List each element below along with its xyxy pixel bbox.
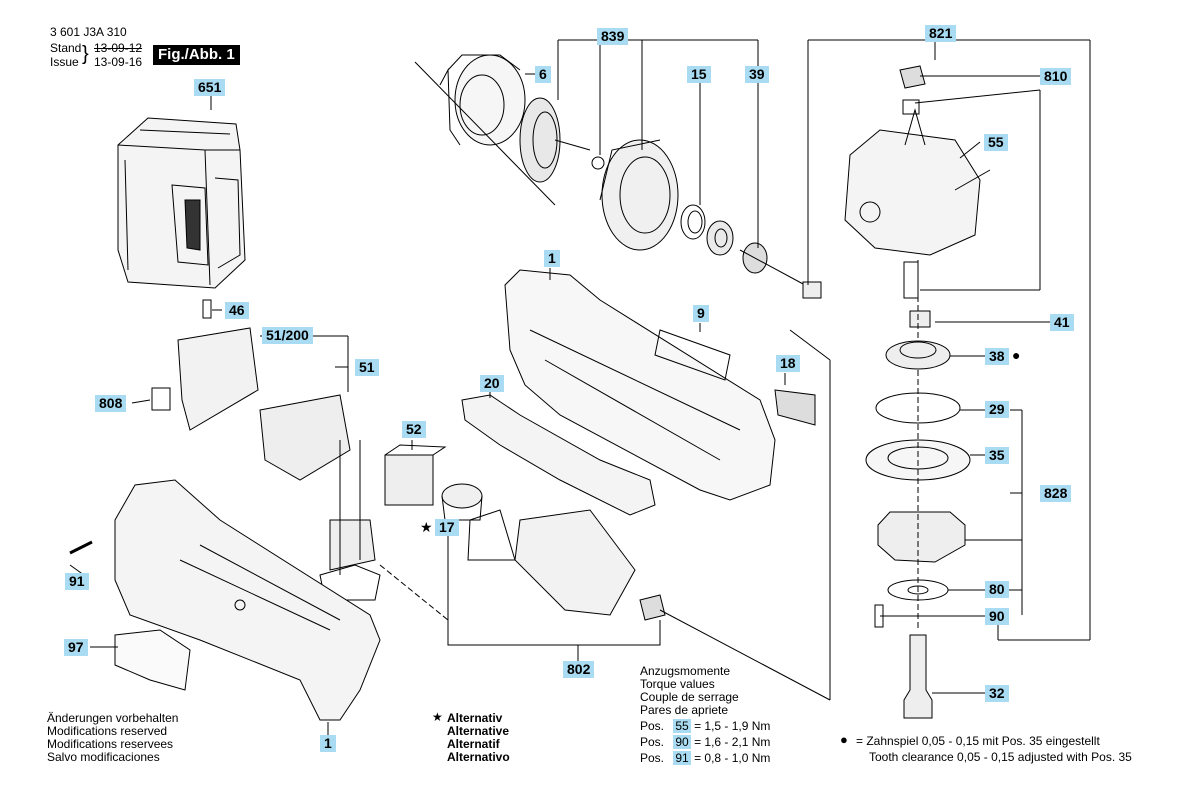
part-label[interactable]: 802 [563,661,595,678]
part-label[interactable]: 97 [64,639,88,656]
part-label[interactable]: 52 [402,421,426,438]
stand-date: 13-09-12 [94,41,143,55]
assembly-lines [379,260,919,630]
changes-note-en: Modifications reserved [47,724,168,738]
part-label[interactable]: 51 [355,359,379,376]
capacitor-block [384,444,447,506]
torque-value: = 1,6 - 2,1 Nm [694,735,771,749]
alternative-es: Alternativo [447,750,510,764]
cable-channel [461,394,656,516]
torque-pos: Pos. [640,735,665,749]
part-label[interactable]: 6 [535,66,551,83]
torque-title-es: Pares de apriete [640,703,729,717]
motor [467,509,831,701]
issue-date: 13-09-16 [94,55,143,69]
switch-block [151,299,381,601]
fan-gear [519,97,605,183]
changes-note-de: Änderungen vorbehalten [47,711,179,725]
changes-note-fr: Modifications reservees [47,737,174,751]
part-label[interactable]: 46 [225,302,249,319]
alternative-de: Alternativ [447,711,503,725]
part-label[interactable]: 1 [544,250,560,267]
part-label[interactable]: 55 [984,134,1008,151]
part-label[interactable]: 35 [985,447,1009,464]
torque-row: Pos. 55 = 1,5 - 1,9 Nm [640,719,770,733]
part-label[interactable]: 29 [985,401,1009,418]
alternative-star-icon: ★ [420,519,433,535]
alternative-star-icon: ★ [432,710,443,724]
torque-title-fr: Couple de serrage [640,690,739,704]
torque-row: Pos. 90 = 1,6 - 2,1 Nm [640,735,770,749]
part-label[interactable]: 17 [435,519,459,536]
torque-pos: Pos. [640,751,665,765]
torque-value: = 1,5 - 1,9 Nm [694,719,771,733]
part-label[interactable]: 51/200 [262,327,313,344]
part-label[interactable]: 808 [95,395,127,412]
part-label[interactable]: 651 [194,79,226,96]
alternative-fr: Alternatif [447,737,500,751]
part-label[interactable]: 18 [776,355,800,372]
part-label[interactable]: 810 [1040,68,1072,85]
bearing-ring [680,204,822,299]
tooth-clearance-de: = Zahnspiel 0,05 - 0,15 mit Pos. 35 eing… [856,734,1100,748]
part-label[interactable]: 839 [597,28,629,45]
gear-housing [844,65,991,328]
battery-pack [117,117,246,289]
part-label[interactable]: 80 [985,581,1009,598]
document-number: 3 601 J3A 310 [50,25,127,39]
housing-shell [504,269,831,700]
alternative-en: Alternative [447,724,510,738]
part-label[interactable]: 90 [985,608,1009,625]
handle-housing [69,479,381,721]
torque-title-de: Anzugsmomente [640,664,731,678]
part-label[interactable]: 15 [687,66,711,83]
part-label[interactable]: 41 [1050,314,1074,331]
torque-pos-number: 90 [673,735,691,749]
part-label[interactable]: 828 [1040,485,1072,502]
stand-label: Stand [50,41,82,55]
part-label[interactable]: 39 [745,66,769,83]
torque-pos-number: 55 [673,719,691,733]
bullet-icon: ● [840,732,848,747]
part-label[interactable]: 1 [320,735,336,752]
part-label[interactable]: 20 [480,375,504,392]
figure-title: Fig./Abb. 1 [153,45,240,65]
part-label[interactable]: 91 [65,573,89,590]
bushing [441,483,483,521]
part-label[interactable]: 9 [693,305,709,322]
fan-wheel [599,139,679,251]
brace-glyph: } [82,43,89,65]
part-label[interactable]: 32 [985,685,1009,702]
tooth-clearance-en: Tooth clearance 0,05 - 0,15 adjusted wit… [869,750,1132,764]
torque-value: = 0,8 - 1,0 Nm [694,751,771,765]
part-label[interactable]: 821 [925,25,957,42]
issue-label: Issue [50,55,79,69]
torque-row: Pos. 91 = 0,8 - 1,0 Nm [640,751,770,765]
torque-title-en: Torque values [640,677,715,691]
torque-pos: Pos. [640,719,665,733]
end-cover [414,54,556,206]
changes-note-es: Salvo modificaciones [47,750,160,764]
torque-pos-number: 91 [673,751,691,765]
part-label[interactable]: 38 [985,348,1009,365]
bullet-icon: ● [1012,347,1021,363]
